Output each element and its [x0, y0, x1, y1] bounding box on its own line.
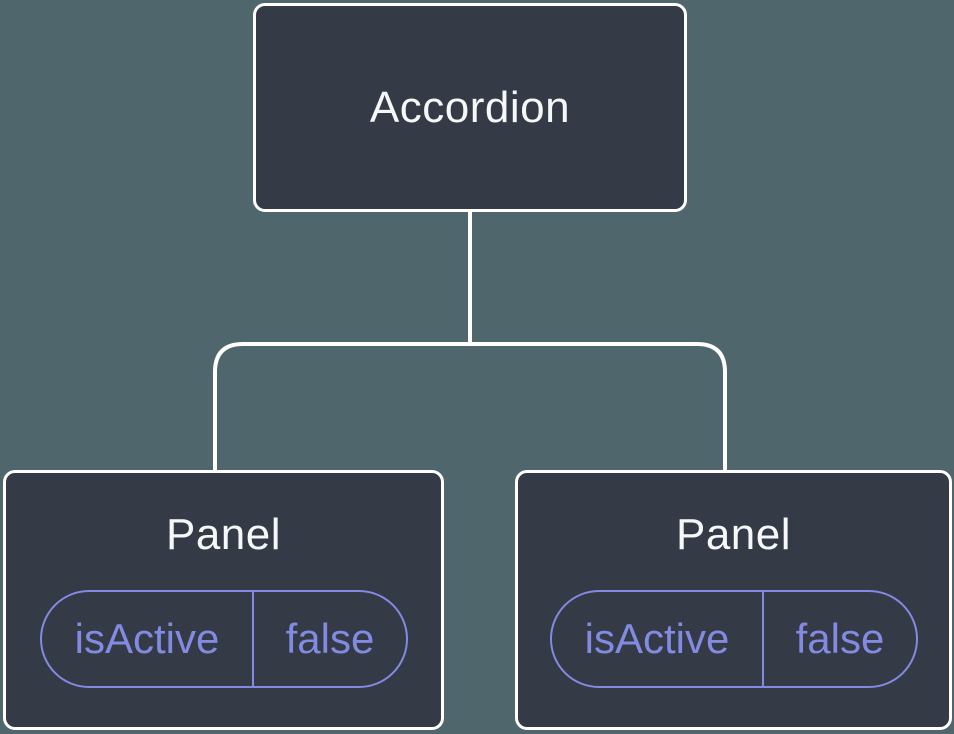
- state-value: false: [285, 615, 375, 662]
- panel-node-right: Panel isActive false: [515, 470, 952, 730]
- state-key: isActive: [552, 592, 765, 686]
- branch-bracket-line: [213, 342, 727, 472]
- panel-right-state-pill: isActive false: [549, 590, 918, 688]
- state-value: false: [795, 615, 885, 662]
- panel-left-state-pill: isActive false: [39, 590, 408, 688]
- state-key: isActive: [42, 592, 255, 686]
- panel-left-label: Panel: [165, 510, 282, 559]
- accordion-node-label: Accordion: [369, 82, 571, 132]
- panel-right-label: Panel: [675, 510, 792, 559]
- accordion-node: Accordion: [253, 3, 687, 212]
- panel-node-left: Panel isActive false: [3, 470, 444, 730]
